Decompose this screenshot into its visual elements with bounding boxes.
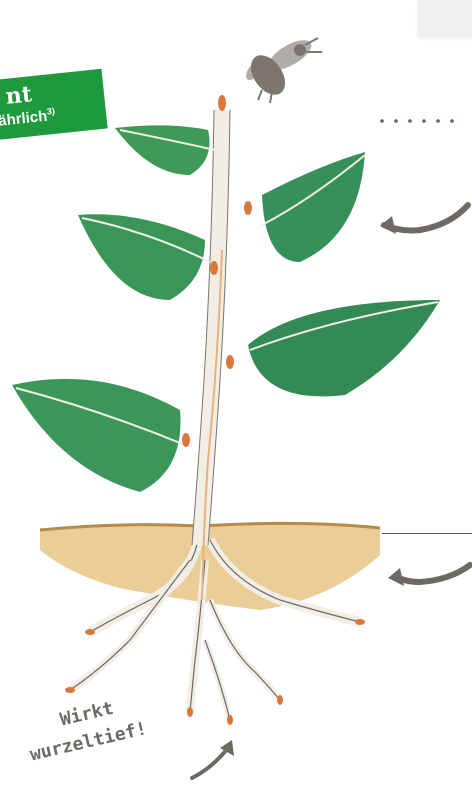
divider-line: [382, 533, 472, 534]
curved-arrow-icon: [384, 205, 468, 230]
bee-icon: [243, 34, 322, 103]
leaf: [78, 214, 205, 300]
leaf: [248, 300, 440, 396]
curved-arrow-icon: [395, 565, 470, 582]
leaf: [12, 379, 181, 492]
curved-arrow-icon: [192, 748, 228, 778]
stem-tip: [218, 95, 226, 111]
soil-layer: [40, 523, 380, 610]
badge-line1: nt: [4, 81, 33, 110]
promo-badge: nt ährlich3): [0, 69, 108, 140]
dotted-line-icon: [378, 116, 464, 126]
